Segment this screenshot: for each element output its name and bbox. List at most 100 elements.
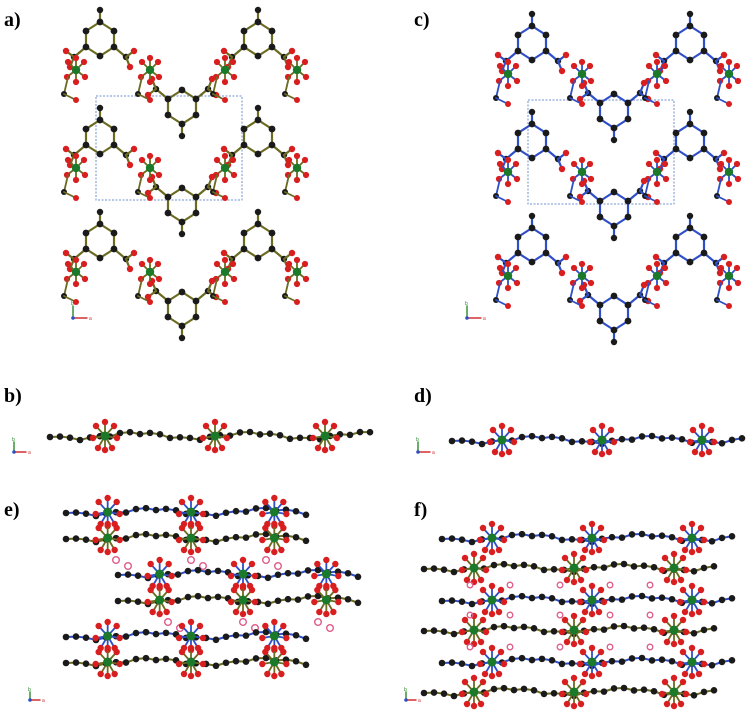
carbon-atom: [232, 507, 240, 515]
oxygen-atom: [681, 670, 689, 678]
oxygen-atom: [507, 426, 515, 434]
metal-atom: [503, 271, 513, 281]
oxygen-atom: [570, 264, 578, 272]
carbon-atom: [292, 631, 300, 639]
carbon-atom: [82, 660, 90, 667]
oxygen-atom: [259, 536, 266, 544]
carbon-atom: [710, 686, 718, 694]
oxygen-atom: [92, 660, 99, 668]
carbon-atom: [450, 630, 458, 638]
panel-label-b: b): [4, 385, 22, 407]
metal-atom: [100, 431, 110, 441]
carbon-atom: [192, 313, 200, 321]
oxygen-atom: [582, 628, 590, 636]
carbon-atom: [700, 233, 708, 241]
oxygen-atom: [663, 700, 671, 708]
oxygen-atom: [500, 536, 508, 544]
carbon-atom: [72, 659, 80, 666]
oxygen-atom: [725, 82, 733, 90]
oxygen-atom: [645, 264, 653, 272]
carbon-atom: [542, 233, 550, 241]
oxygen-atom: [72, 176, 80, 184]
oxygen-atom: [479, 648, 487, 656]
oxygen-atom: [314, 560, 321, 568]
carbon-atom: [302, 537, 310, 545]
carbon-atom: [528, 656, 536, 664]
oxygen-atom: [62, 47, 70, 55]
oxygen-atom: [113, 498, 120, 506]
oxygen-atom: [720, 51, 728, 59]
carbon-atom: [668, 595, 676, 603]
carbon-atom: [96, 104, 104, 112]
oxygen-atom: [576, 536, 584, 544]
carbon-atom: [430, 627, 438, 634]
carbon-atom: [212, 512, 220, 520]
oxygen-atom: [595, 670, 603, 678]
oxygen-atom: [670, 640, 678, 648]
carbon-atom: [222, 659, 230, 667]
guest-molecule: [556, 611, 564, 619]
oxygen-atom: [221, 176, 229, 184]
oxygen-atom: [178, 524, 186, 532]
guest-molecule: [466, 581, 474, 589]
oxygen-atom: [81, 275, 89, 283]
carbon-atom: [252, 655, 260, 662]
oxygen-atom: [479, 554, 487, 562]
oxygen-atom: [653, 260, 661, 268]
oxygen-atom: [670, 578, 678, 586]
oxygen-atom: [239, 556, 247, 564]
carbon-atom: [204, 594, 212, 602]
carbon-atom: [46, 433, 54, 441]
oxygen-atom: [73, 299, 79, 305]
carbon-atom: [610, 338, 618, 346]
oxygen-atom: [716, 269, 724, 277]
axis-label-b: b: [12, 437, 15, 443]
oxygen-atom: [578, 260, 586, 268]
oxygen-atom: [302, 171, 310, 179]
oxygen-atom: [479, 678, 487, 686]
carbon-atom: [254, 254, 262, 262]
carbon-atom: [232, 533, 240, 541]
oxygen-atom: [695, 546, 703, 554]
oxygen-atom: [470, 578, 478, 586]
carbon-atom: [292, 657, 300, 665]
oxygen-atom: [280, 524, 287, 532]
carbon-atom: [302, 635, 310, 643]
carbon-atom: [82, 510, 90, 517]
guest-molecule: [606, 611, 614, 619]
carbon-atom: [82, 43, 90, 51]
guest-molecule: [123, 562, 132, 571]
oxygen-atom: [144, 189, 152, 197]
carbon-atom: [648, 432, 656, 440]
oxygen-atom: [251, 598, 259, 606]
axis-label-b: b: [465, 301, 468, 307]
oxygen-atom: [146, 54, 154, 62]
carbon-atom: [164, 111, 172, 119]
oxygen-atom: [476, 536, 484, 544]
oxygen-atom: [246, 608, 254, 616]
carbon-atom: [62, 659, 70, 667]
carbon-atom: [590, 625, 598, 633]
oxygen-atom: [264, 670, 271, 678]
carbon-atom: [630, 563, 638, 570]
carbon-atom: [686, 212, 694, 220]
oxygen-atom: [227, 572, 235, 580]
oxygen-atom: [717, 160, 725, 168]
carbon-atom: [178, 322, 186, 330]
guest-molecule: [506, 581, 514, 589]
oxygen-atom: [187, 618, 195, 626]
carbon-atom: [184, 567, 192, 575]
oxygen-atom: [113, 648, 120, 656]
oxygen-atom: [578, 180, 586, 188]
oxygen-atom: [610, 438, 618, 446]
oxygen-atom: [104, 644, 111, 652]
oxygen-atom: [470, 702, 478, 710]
metal-atom: [587, 595, 597, 605]
oxygen-atom: [558, 566, 566, 574]
oxygen-atom: [92, 536, 99, 544]
oxygen-atom: [505, 101, 511, 107]
metal-atom: [292, 163, 302, 173]
oxygen-atom: [230, 560, 238, 568]
oxygen-atom: [187, 672, 195, 680]
oxygen-atom: [92, 422, 100, 430]
